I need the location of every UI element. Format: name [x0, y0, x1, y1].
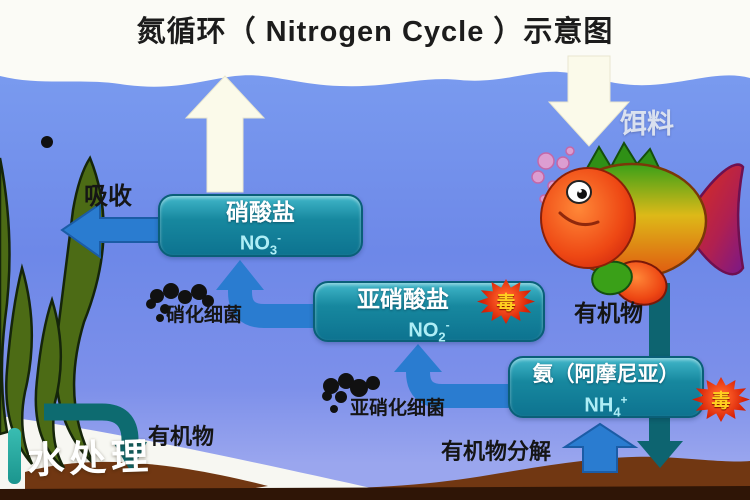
- label-absorb: 吸收: [84, 183, 132, 210]
- feed-arrow-icon: [547, 55, 631, 147]
- seabed-hill: [25, 461, 268, 496]
- water-surface: [0, 0, 750, 87]
- label-organic-bottom-left: 有机物: [148, 424, 215, 449]
- label-nitrifying-bacteria: 硝化细菌: [166, 305, 243, 326]
- nitrate-formula: NO3-: [239, 231, 282, 258]
- nitrite-to-nitrate-arrow-icon: [216, 260, 320, 328]
- absorb-arrow-icon: [60, 202, 161, 259]
- watermark-text: 水处理: [26, 435, 154, 482]
- ammonia-to-nitrite-arrow-icon: [394, 344, 512, 408]
- page-title: 氮循环（ Nitrogen Cycle ）示意图: [136, 16, 614, 48]
- watermark-bar: [8, 428, 21, 484]
- nitrate-name: 硝酸盐: [226, 199, 295, 225]
- node-nitrate: 硝酸盐 NO3-: [158, 194, 363, 258]
- ammonia-name: 氨（阿摩尼亚）: [532, 363, 680, 386]
- nitrite-formula: NO2-: [408, 318, 450, 345]
- nitrite-name: 亚硝酸盐: [357, 286, 449, 312]
- nitrosating-bacteria-dots: [322, 373, 380, 413]
- label-nitrosating-bacteria: 亚硝化细菌: [350, 398, 446, 419]
- label-organic-decomposition: 有机物分解: [441, 439, 552, 464]
- nitrifying-bacteria-dots: [146, 283, 214, 322]
- label-feed: 饵料: [620, 109, 674, 139]
- node-ammonia: 氨（阿摩尼亚） NH4+: [508, 356, 704, 420]
- fish: [540, 141, 745, 306]
- seabed-dark-strip: [0, 486, 750, 500]
- surface-release-arrow-icon: [184, 75, 266, 193]
- label-organic-right: 有机物: [574, 300, 643, 326]
- particle-dot: [41, 136, 53, 148]
- organic-input-arrow-icon: [44, 403, 147, 472]
- decomposition-arrow-icon: [561, 422, 639, 473]
- ammonia-formula: NH4+: [584, 393, 628, 420]
